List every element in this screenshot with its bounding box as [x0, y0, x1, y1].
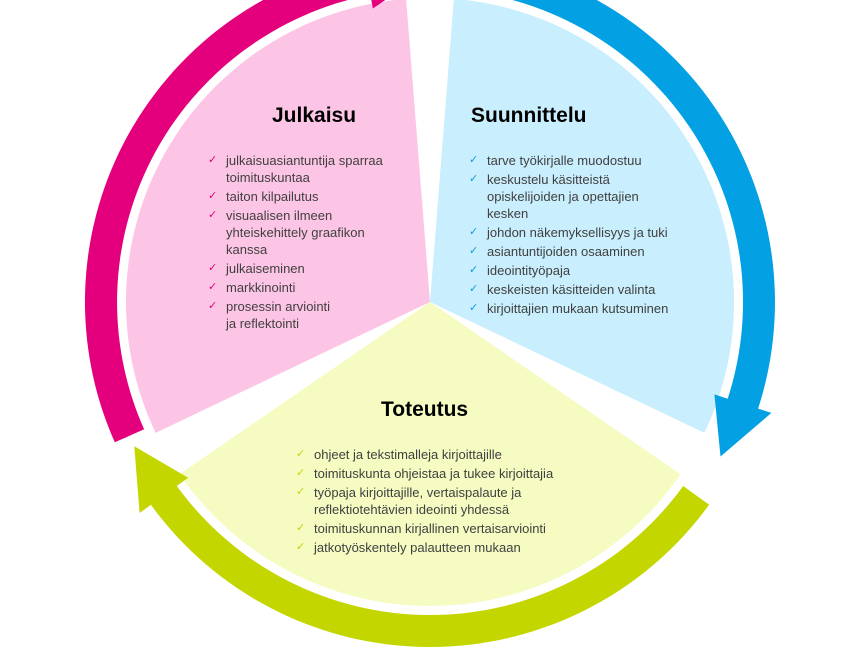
- toteutus-title: Toteutus: [381, 398, 469, 421]
- suunnittelu-item-text: tarve työkirjalle muodostuu: [487, 153, 642, 168]
- suunnittelu-item-text: ideointityöpaja: [487, 263, 571, 278]
- suunnittelu-list-item: ✓ asiantuntijoiden osaaminen: [469, 243, 699, 260]
- check-mark-icon: ✓: [208, 154, 218, 166]
- check-mark-icon: ✓: [296, 522, 306, 534]
- check-mark-icon: ✓: [296, 486, 306, 498]
- toteutus-item-text: toimituskunnan kirjallinen vertaisarvioi…: [314, 521, 546, 536]
- julkaisu-list: ✓ julkaisuasiantuntija sparraa toimituskun…: [208, 152, 408, 334]
- toteutus-list-item: ✓ jatkotyöskentely palautteen mukaan: [296, 539, 596, 556]
- suunnittelu-sector: [430, 0, 734, 433]
- toteutus-list-item: ✓ toimituskunta ohjeistaa ja tukee kirjoi…: [296, 465, 596, 482]
- check-mark-icon: ✓: [296, 467, 306, 479]
- check-mark-icon: ✓: [469, 245, 479, 257]
- check-mark-icon: ✓: [469, 302, 479, 314]
- toteutus-list-item: ✓ toimituskunnan kirjallinen vertaisarvio…: [296, 520, 596, 537]
- julkaisu-item-text: julkaiseminen: [226, 261, 305, 276]
- toteutus-item-text: toimituskunta ohjeistaa ja tukee kirjoit…: [314, 466, 554, 481]
- suunnittelu-list-item: ✓ ideointityöpaja: [469, 262, 699, 279]
- julkaisu-item-text: toimituskuntaa: [226, 170, 310, 185]
- check-mark-icon: ✓: [469, 264, 479, 276]
- julkaisu-arrow: [85, 0, 386, 443]
- suunnittelu-list-item: ✓ johdon näkemyksellisyys ja tuki: [469, 224, 699, 241]
- suunnittelu-item-text: keskeisten käsitteiden valinta: [487, 282, 656, 297]
- suunnittelu-list: ✓ tarve työkirjalle muodostuu ✓ keskustelu …: [469, 152, 699, 319]
- toteutus-list: ✓ohjeet ja tekstimalleja kirjoittajille✓…: [296, 446, 596, 558]
- suunnittelu-list-item: ✓ keskeisten käsitteiden valinta: [469, 281, 699, 298]
- check-mark-icon: ✓: [208, 300, 218, 312]
- check-mark-icon: ✓: [296, 541, 306, 553]
- check-mark-icon: ✓: [208, 209, 218, 221]
- julkaisu-item-text: taiton kilpailutus: [226, 189, 319, 204]
- suunnittelu-arrow: [512, 0, 775, 457]
- toteutus-arrow: [134, 446, 710, 647]
- suunnittelu-item-text: kirjoittajien mukaan kutsuminen: [487, 301, 669, 316]
- julkaisu-item-text: julkaisuasiantuntija sparraa: [226, 153, 383, 168]
- toteutus-list-item: ✓ työpaja kirjoittajille, vertaispalaute …: [296, 484, 596, 518]
- julkaisu-list-item: ✓ julkaisuasiantuntija sparraa toimituskun…: [208, 152, 408, 186]
- toteutus-item-text: työpaja kirjoittajille, vertaispalaute j…: [314, 485, 522, 500]
- check-mark-icon: ✓: [469, 283, 479, 295]
- toteutus-list-item: ✓ ohjeet ja tekstimalleja kirjoittajille: [296, 446, 596, 463]
- check-mark-icon: ✓: [208, 281, 218, 293]
- check-mark-icon: ✓: [469, 154, 479, 166]
- check-mark-icon: ✓: [296, 448, 306, 460]
- julkaisu-sector: [126, 0, 430, 433]
- suunnittelu-list-item: ✓ keskustelu käsitteistä opiskelijoiden ja…: [469, 171, 699, 222]
- suunnittelu-item-text: opiskelijoiden ja opettajien: [487, 189, 639, 204]
- toteutus-item-text: reflektiotehtävien ideointi yhdessä: [314, 502, 510, 517]
- julkaisu-list-item: ✓ julkaiseminen: [208, 260, 408, 277]
- toteutus-item-text: jatkotyöskentely palautteen mukaan: [314, 540, 521, 555]
- julkaisu-item-text: yhteiskehittely graafikon: [226, 225, 365, 240]
- check-mark-icon: ✓: [469, 226, 479, 238]
- check-mark-icon: ✓: [469, 173, 479, 185]
- julkaisu-list-item: ✓ taiton kilpailutus: [208, 188, 408, 205]
- julkaisu-item-text: prosessin arviointi: [226, 299, 331, 314]
- check-mark-icon: ✓: [208, 262, 218, 274]
- julkaisu-item-text: ja reflektointi: [226, 316, 299, 331]
- julkaisu-item-text: markkinointi: [226, 280, 296, 295]
- suunnittelu-item-text: kesken: [487, 206, 529, 221]
- toteutus-item-text: ohjeet ja tekstimalleja kirjoittajille: [314, 447, 502, 462]
- suunnittelu-list-item: ✓ kirjoittajien mukaan kutsuminen: [469, 300, 699, 317]
- suunnittelu-item-text: johdon näkemyksellisyys ja tuki: [487, 225, 668, 240]
- julkaisu-list-item: ✓ prosessin arviointi ja reflektointi: [208, 298, 408, 332]
- julkaisu-list-item: ✓ visuaalisen ilmeen yhteiskehittely graaf…: [208, 207, 408, 258]
- suunnittelu-item-text: keskustelu käsitteistä: [487, 172, 610, 187]
- suunnittelu-list-item: ✓ tarve työkirjalle muodostuu: [469, 152, 699, 169]
- suunnittelu-item-text: asiantuntijoiden osaaminen: [487, 244, 645, 259]
- julkaisu-list-item: ✓ markkinointi: [208, 279, 408, 296]
- check-mark-icon: ✓: [208, 190, 218, 202]
- julkaisu-item-text: visuaalisen ilmeen: [226, 208, 333, 223]
- julkaisu-title: Julkaisu: [272, 104, 357, 127]
- julkaisu-item-text: kanssa: [226, 242, 268, 257]
- suunnittelu-title: Suunnittelu: [471, 104, 587, 127]
- toteutus-sector: [179, 302, 681, 606]
